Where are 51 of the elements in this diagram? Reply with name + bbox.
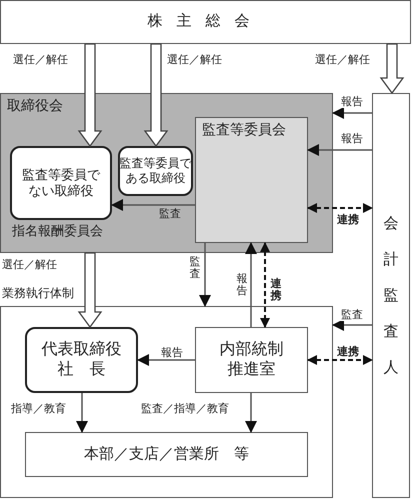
node-text: 本部／支店／営業所 等 xyxy=(84,445,249,464)
edge-label: 報告 xyxy=(340,96,364,108)
block-arrow xyxy=(78,252,102,328)
edge-label: 監査 xyxy=(188,256,202,280)
edge-label: 報告 xyxy=(235,273,249,298)
edge-label: 報告 xyxy=(160,347,184,360)
director-box xyxy=(10,146,112,220)
node-text: 内部統制推進室 xyxy=(218,340,284,380)
auditor-box xyxy=(372,93,410,498)
edge-label: 監査 xyxy=(340,309,364,322)
arrow xyxy=(307,144,372,156)
branch-box xyxy=(25,432,308,477)
edge-label: 監査 xyxy=(158,208,182,220)
node-text: 代表取締役社 長 xyxy=(40,340,122,380)
president-box xyxy=(25,327,138,393)
section-heading: 業務執行体制 xyxy=(2,286,74,301)
office-box xyxy=(195,327,308,393)
node-text: 会計監査人 xyxy=(383,214,399,378)
node-text: 監査等委員会 xyxy=(202,122,286,140)
director-box xyxy=(118,146,193,196)
edge-label: 選任／解任 xyxy=(314,54,371,66)
arrow xyxy=(111,199,195,211)
dashed-arrow xyxy=(260,242,270,328)
block-arrow xyxy=(380,43,404,94)
arrow xyxy=(245,393,257,433)
edge-label: 連携 xyxy=(336,346,360,358)
dashed-arrow xyxy=(307,355,373,365)
arrow xyxy=(245,242,257,327)
arrow xyxy=(332,107,372,119)
block-arrow xyxy=(144,43,168,148)
node-text: 取締役会 xyxy=(7,98,63,116)
dashed-arrow xyxy=(307,203,373,213)
edge-label: 監査／指導／教育 xyxy=(140,403,230,416)
edge-label: 選任／解任 xyxy=(12,54,69,66)
edge-label: 連携 xyxy=(269,278,283,302)
node-text: 監査等委員でない取締役 xyxy=(21,166,102,200)
arrow xyxy=(137,354,195,366)
board-panel xyxy=(0,93,333,253)
arrow xyxy=(199,243,211,307)
edge-label: 連携 xyxy=(336,214,360,226)
edge-label: 選任／解任 xyxy=(166,54,223,66)
edge-label: 報告 xyxy=(340,133,364,146)
node-text: 株主総会 xyxy=(148,12,264,32)
meeting-box xyxy=(0,0,411,44)
edge-label: 指導／教育 xyxy=(10,403,67,416)
block-arrow xyxy=(78,43,102,148)
committee-caption: 指名報酬委員会 xyxy=(12,223,103,240)
committee-panel xyxy=(195,117,308,243)
arrow xyxy=(332,319,372,331)
edge-label: 選任／解任 xyxy=(1,259,58,272)
arrow xyxy=(76,393,88,433)
